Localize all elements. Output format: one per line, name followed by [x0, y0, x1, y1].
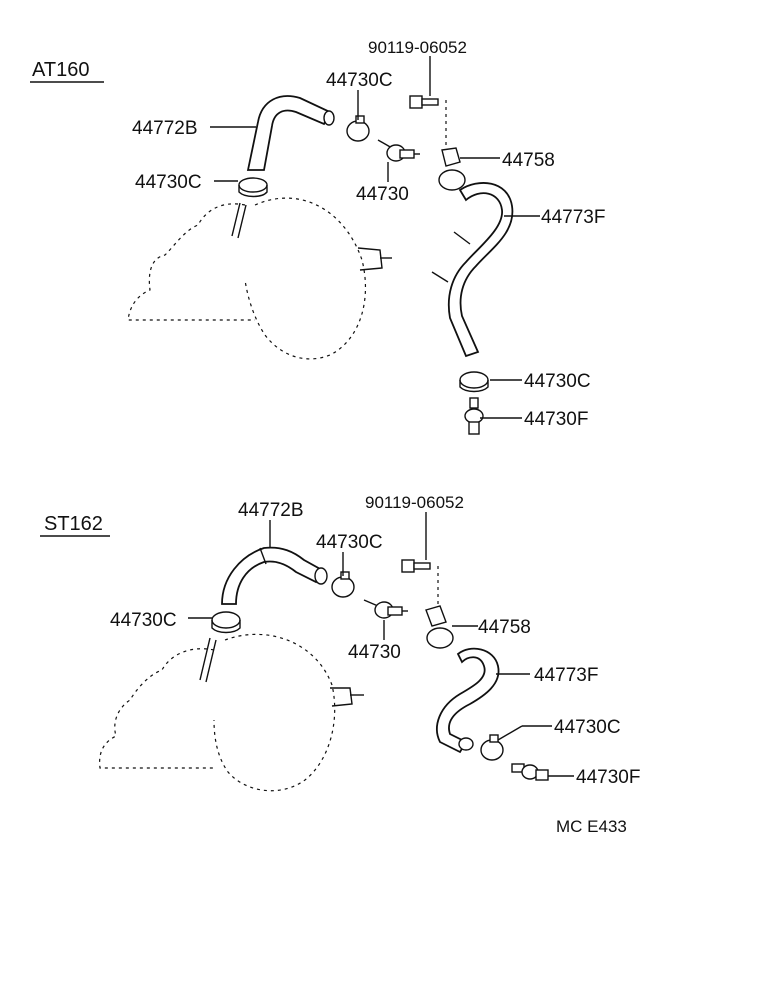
part-label: 90119-06052: [368, 38, 467, 57]
part-label: 44730F: [576, 767, 640, 788]
union-fitting-icon: [511, 763, 549, 781]
part-label: 44758: [478, 617, 531, 638]
section-st162: ST162: [40, 493, 640, 792]
check-valve-icon: [377, 139, 420, 162]
part-label: 44730C: [110, 610, 177, 631]
brake-booster: [127, 197, 392, 360]
part-label: 44758: [502, 150, 555, 171]
hose-end: [323, 110, 335, 126]
clamp-icon: [238, 177, 268, 198]
part-label: 44730F: [524, 409, 588, 430]
clamp-icon: [459, 371, 489, 393]
part-label: 44730: [348, 642, 401, 663]
hose-end: [458, 737, 474, 751]
part-label: 44730C: [326, 70, 393, 91]
clamp-icon: [480, 734, 504, 761]
part-label: 44730C: [524, 371, 591, 392]
part-label: 90119-06052: [365, 493, 464, 512]
hose-44773f: [436, 647, 500, 754]
bolt-icon: [401, 559, 431, 573]
union-fitting-icon: [464, 397, 484, 435]
bracket-icon: [425, 605, 454, 649]
leader-line: [497, 725, 523, 741]
clamp-icon: [211, 611, 241, 634]
bracket-icon: [438, 147, 466, 191]
part-label: 44772B: [132, 118, 198, 139]
check-valve-icon: [363, 599, 408, 619]
section-header: ST162: [44, 513, 103, 535]
section-header: AT160: [32, 59, 89, 81]
section-at160: AT160: [30, 38, 605, 435]
part-label: 44773F: [541, 207, 605, 228]
hose-mark: [259, 547, 267, 565]
clamp-icon: [346, 115, 370, 142]
part-label: 44730C: [135, 172, 202, 193]
part-label: 44730C: [554, 717, 621, 738]
bolt-icon: [409, 95, 439, 109]
hose-44772b: [246, 95, 332, 171]
hose-end: [314, 567, 328, 585]
part-label: 44730C: [316, 532, 383, 553]
part-label: 44730: [356, 184, 409, 205]
part-label: 44772B: [238, 500, 304, 521]
hose-44772b: [221, 546, 324, 605]
brake-booster: [99, 633, 364, 792]
clamp-icon: [331, 571, 355, 598]
hose-44773f: [447, 182, 514, 358]
part-label: 44773F: [534, 665, 598, 686]
drawing-code: MC E433: [556, 817, 627, 836]
